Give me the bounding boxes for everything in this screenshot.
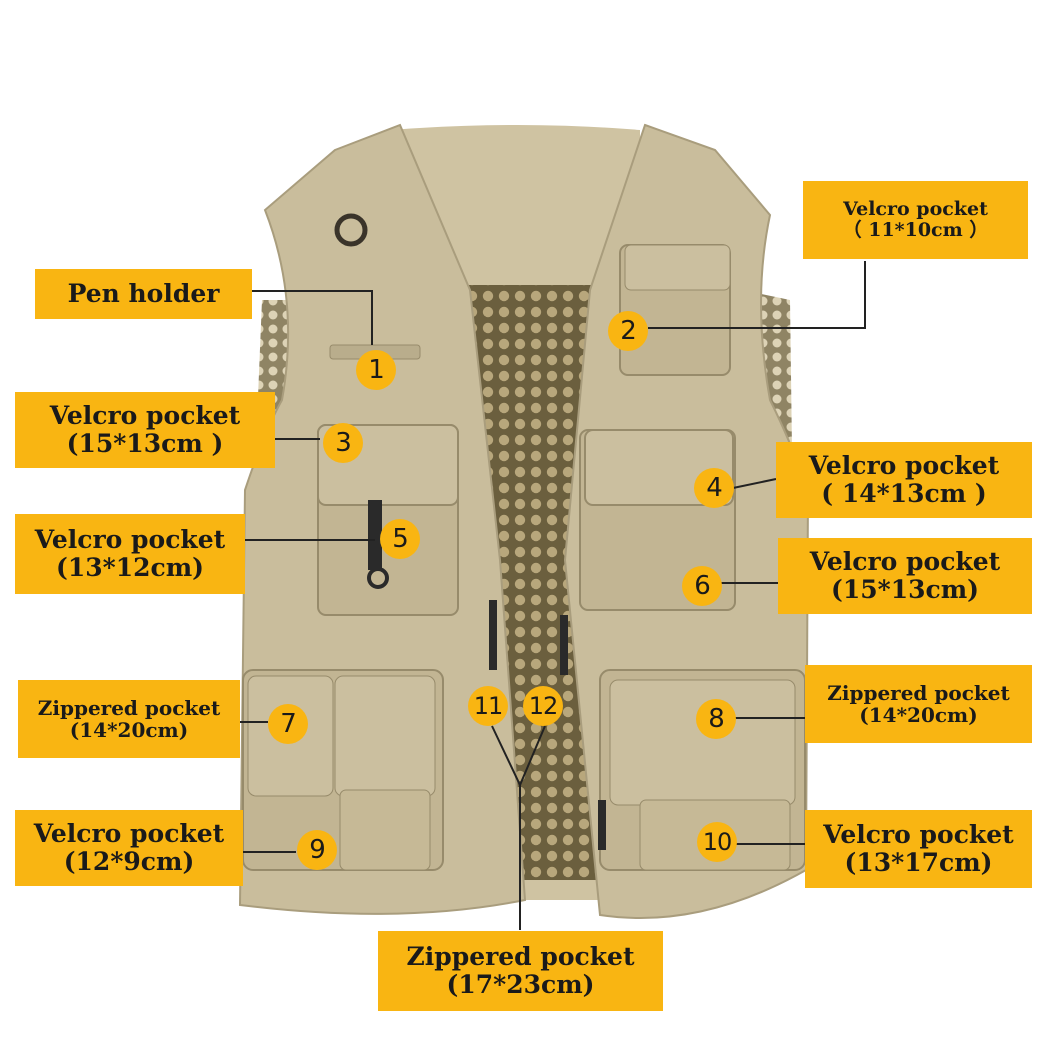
callout-pen-holder: Pen holder [35, 269, 252, 319]
badge-5: 5 [380, 519, 420, 559]
badge-10: 10 [697, 822, 737, 862]
callout-title: Zippered pocket [827, 680, 1010, 705]
callout-size: (14*20cm) [859, 703, 978, 727]
callout-zippered-pocket-8: Zippered pocket (14*20cm) [805, 665, 1032, 743]
callout-size: (15*13cm) [831, 575, 979, 604]
callout-zippered-pocket-11-12: Zippered pocket (17*23cm) [378, 931, 663, 1011]
callout-title: Velcro pocket [33, 819, 225, 848]
callout-title: Velcro pocket [49, 401, 241, 430]
callout-size: (13*17cm) [844, 848, 993, 877]
badge-4: 4 [694, 468, 734, 508]
badge-2: 2 [608, 311, 648, 351]
callout-velcro-pocket-3: Velcro pocket (15*13cm ) [15, 392, 275, 468]
callout-size: ( 14*13cm ) [821, 479, 987, 508]
badge-12: 12 [523, 686, 563, 726]
callout-title: Zippered pocket [37, 695, 221, 720]
badge-8: 8 [696, 699, 736, 739]
badge-7: 7 [268, 704, 308, 744]
callout-velcro-pocket-2: Velcro pocket （ 11*10cm ） [803, 181, 1028, 259]
callout-velcro-pocket-9: Velcro pocket (12*9cm) [15, 810, 243, 886]
callout-title: Pen holder [67, 279, 220, 308]
badge-1: 1 [356, 350, 396, 390]
callout-velcro-pocket-5: Velcro pocket (13*12cm) [15, 514, 245, 594]
callout-size: (14*20cm) [69, 718, 189, 742]
callout-velcro-pocket-4: Velcro pocket ( 14*13cm ) [776, 442, 1032, 518]
callout-title: Velcro pocket [34, 525, 226, 554]
badge-6: 6 [682, 566, 722, 606]
badge-9: 9 [297, 830, 337, 870]
callout-size: (12*9cm) [63, 847, 195, 876]
callout-size: (17*23cm) [446, 970, 595, 999]
callout-velcro-pocket-6: Velcro pocket (15*13cm) [778, 538, 1032, 614]
badge-11: 11 [468, 686, 508, 726]
callout-size: (13*12cm) [56, 553, 204, 582]
badge-3: 3 [323, 423, 363, 463]
callout-title: Velcro pocket [809, 547, 1001, 576]
callout-title: Velcro pocket [823, 820, 1014, 849]
callout-velcro-pocket-10: Velcro pocket (13*17cm) [805, 810, 1032, 888]
callout-zippered-pocket-7: Zippered pocket (14*20cm) [18, 680, 240, 758]
callout-size: (15*13cm ) [66, 429, 224, 458]
callout-title: Velcro pocket [808, 451, 1000, 480]
callout-title: Zippered pocket [406, 942, 635, 971]
callout-title: Velcro pocket [843, 197, 988, 220]
callout-size: （ 11*10cm ） [842, 219, 989, 241]
